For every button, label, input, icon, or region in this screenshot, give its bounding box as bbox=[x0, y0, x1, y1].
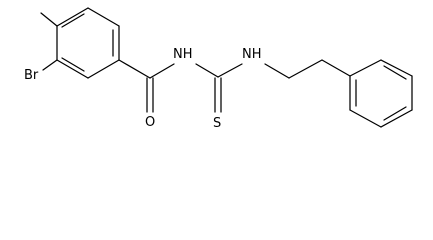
atom-label-thione-sulfur: S bbox=[213, 116, 221, 131]
bond-ring2-c5-c6 bbox=[349, 109, 382, 128]
bond-methyl bbox=[40, 12, 58, 27]
bond-ring2-c4-c5 bbox=[380, 109, 413, 128]
bond-ring2-double-b bbox=[383, 106, 407, 121]
chemical-structure-diagram: Br O NH S NH bbox=[24, 7, 413, 131]
bond-nh-to-thiocarbonyl bbox=[195, 63, 219, 78]
bond-ring2-c1-c2 bbox=[349, 59, 382, 77]
bond-ch2-to-phenyl bbox=[321, 59, 351, 77]
bond-ring1-double-b bbox=[61, 13, 85, 28]
left-benzene-ring bbox=[56, 7, 120, 79]
atom-label-carbonyl-oxygen: O bbox=[145, 115, 155, 130]
bond-carbonyl-to-nh bbox=[149, 63, 175, 79]
right-benzene-ring bbox=[349, 59, 413, 128]
bond-thiocarbonyl-to-nh bbox=[217, 63, 243, 78]
bond-ring2-c2-c3 bbox=[380, 59, 413, 77]
bond-ring1-c6-c1 bbox=[87, 59, 120, 79]
bond-ring1-c2-c3 bbox=[87, 7, 120, 27]
bond-ch2-to-ch2 bbox=[288, 59, 323, 79]
bond-ring1-double-c bbox=[61, 57, 85, 72]
bond-c-br bbox=[42, 59, 58, 71]
bond-ring1-c5-c6 bbox=[56, 59, 89, 79]
bond-nh-to-ch2-a bbox=[264, 63, 290, 79]
bond-ring1-c3-c4 bbox=[56, 7, 89, 27]
atom-label-bromine: Br bbox=[24, 68, 39, 83]
atom-label-nh-ethyl: NH bbox=[242, 47, 262, 62]
bond-ring-to-carbonyl bbox=[118, 59, 151, 79]
bond-ring2-double-a bbox=[383, 65, 407, 80]
atom-label-nh-amide: NH bbox=[173, 47, 193, 62]
